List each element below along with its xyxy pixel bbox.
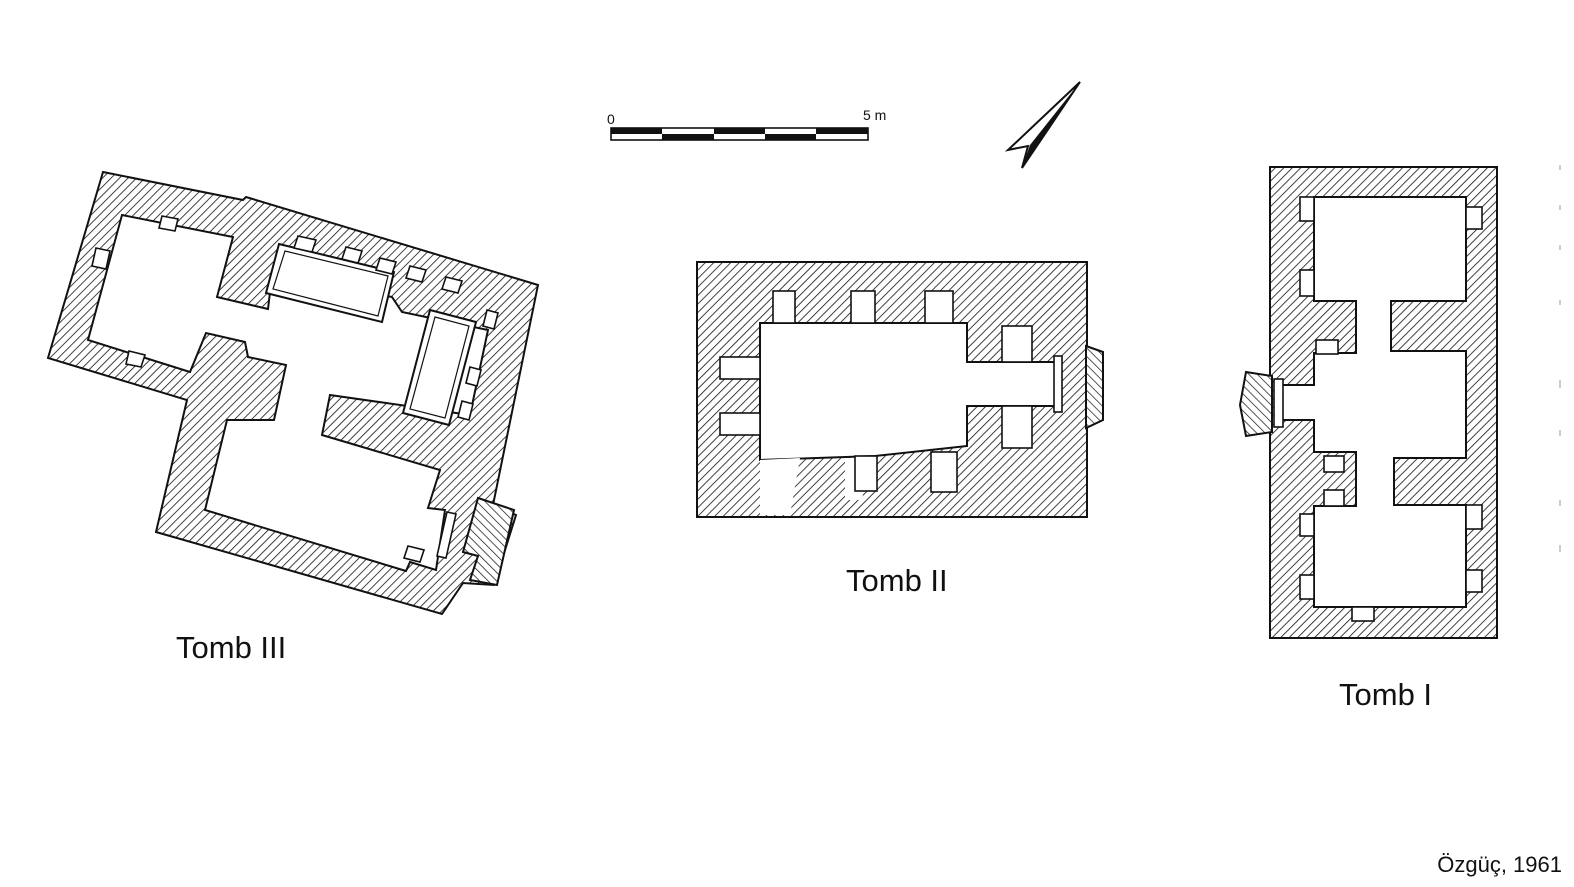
tomb-ii-label: Tomb II [846,563,948,598]
tomb-i-plan [1238,166,1498,639]
source-credit: Özgüç, 1961 [1437,852,1562,877]
tomb-ii-entrance [1053,344,1104,430]
tomb-ii-niches [719,290,1033,493]
tomb-iii-plan [46,170,540,616]
tomb-i-niches [1299,196,1483,622]
tomb-iii-label: Tomb III [176,630,287,665]
tomb-ii-damaged-area [760,458,800,515]
tomb-iii-sarcophagus-2 [401,308,478,427]
tomb-i-entrance [1238,370,1284,438]
scale-start-label: 0 [607,111,615,127]
scale-end-label: 5 m [863,107,887,123]
north-arrow-icon [1004,81,1081,169]
tomb-iii-entrance [436,496,516,587]
tomb-i-interior [1278,196,1467,608]
scale-bar [610,127,869,141]
tomb-iii-niches [91,215,499,563]
tomb-i-label: Tomb I [1339,677,1433,712]
tomb-ii-plan [696,261,1104,518]
